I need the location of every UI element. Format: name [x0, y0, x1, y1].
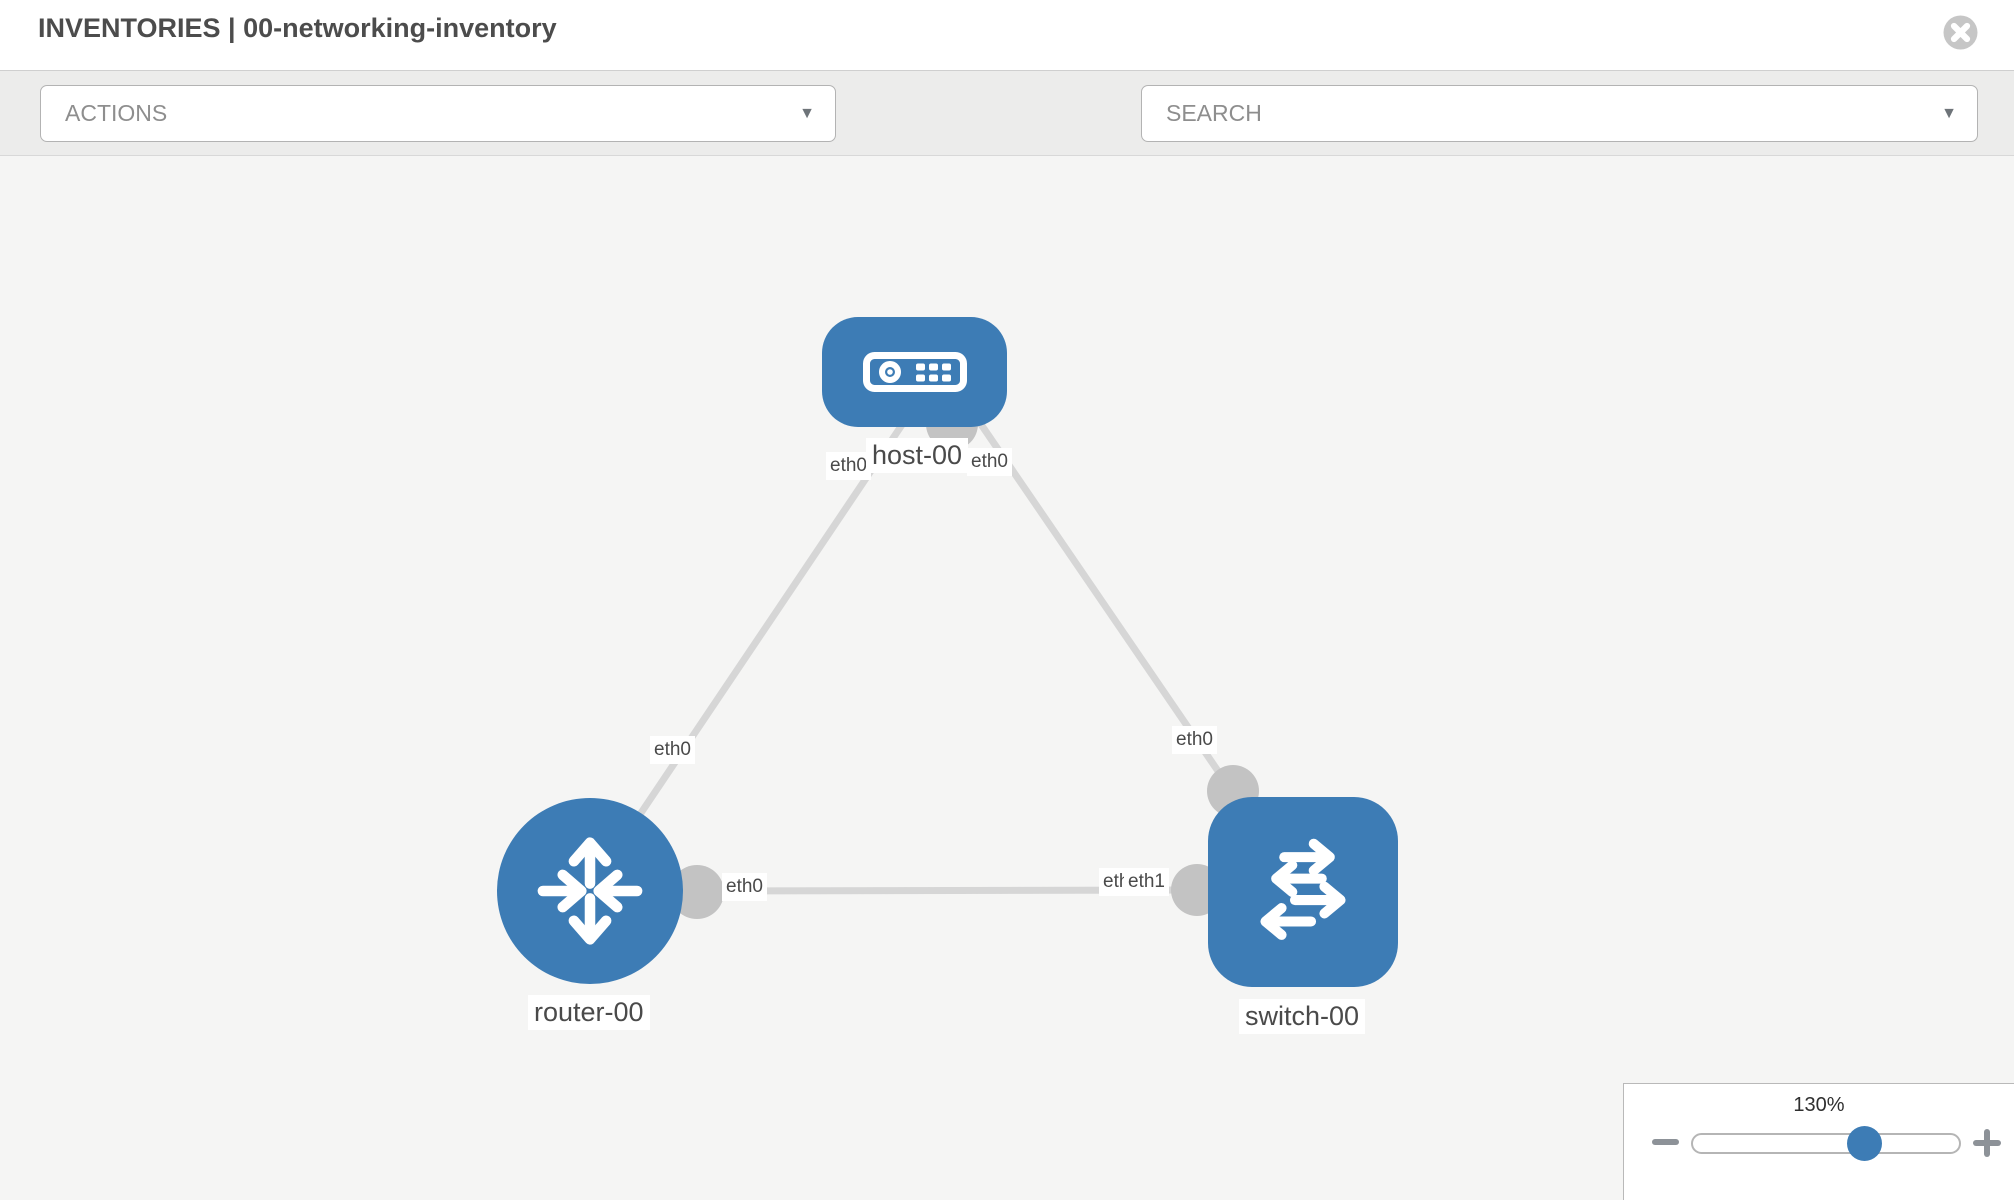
close-button[interactable] [1943, 15, 1978, 50]
actions-dropdown-label: ACTIONS [65, 100, 168, 126]
host-icon [862, 352, 967, 392]
node-host-00[interactable] [822, 317, 1007, 427]
zoom-out-button[interactable] [1652, 1139, 1679, 1145]
close-icon [1943, 15, 1978, 50]
zoom-panel: 130% [1623, 1083, 2014, 1200]
node-label-router: router-00 [528, 995, 650, 1031]
interface-connector-router[interactable] [670, 865, 724, 919]
chevron-down-icon: ▼ [1941, 104, 1957, 122]
chevron-down-icon: ▼ [799, 104, 815, 122]
actions-dropdown[interactable]: ACTIONS ▼ [40, 85, 836, 142]
node-label-switch: switch-00 [1239, 999, 1366, 1035]
node-label-host: host-00 [866, 438, 969, 474]
switch-icon [1260, 838, 1346, 940]
node-router-00[interactable] [497, 798, 683, 984]
page-title: INVENTORIES | 00-networking-inventory [38, 13, 557, 43]
interface-label: eth1 [1124, 868, 1169, 896]
interface-label: eth0 [650, 736, 695, 764]
zoom-slider-track[interactable] [1691, 1133, 1961, 1154]
topology-canvas[interactable] [0, 156, 2014, 1200]
interface-label: eth0 [722, 873, 767, 901]
header-bar: INVENTORIES | 00-networking-inventory [0, 0, 2014, 70]
router-icon [537, 837, 643, 945]
interface-label: eth0 [967, 448, 1012, 476]
zoom-level-label: 130% [1793, 1094, 1845, 1116]
zoom-in-button[interactable] [1973, 1129, 2001, 1157]
interface-label: eth0 [1172, 726, 1217, 754]
zoom-slider-handle[interactable] [1847, 1126, 1882, 1161]
search-dropdown[interactable]: SEARCH ▼ [1141, 85, 1978, 142]
search-placeholder: SEARCH [1166, 100, 1262, 126]
node-switch-00[interactable] [1208, 797, 1398, 987]
interface-label: eth0 [826, 452, 871, 480]
